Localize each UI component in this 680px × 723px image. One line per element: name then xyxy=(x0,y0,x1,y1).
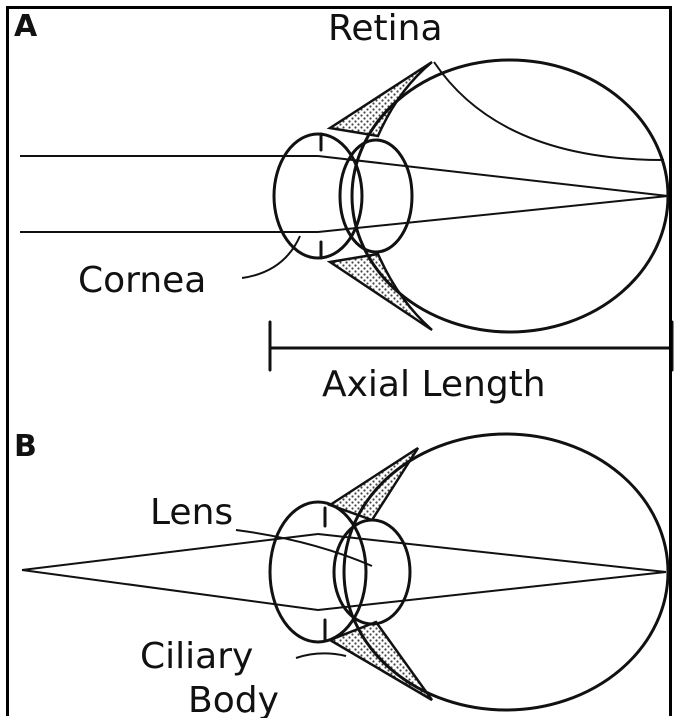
figure-frame xyxy=(6,6,672,716)
